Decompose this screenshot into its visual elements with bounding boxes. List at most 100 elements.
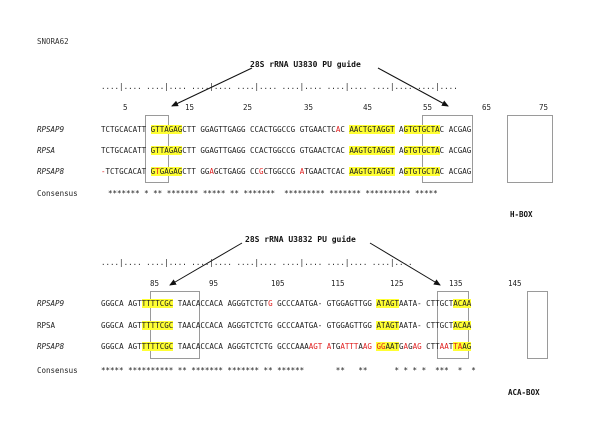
base: A bbox=[218, 342, 223, 351]
base: G bbox=[380, 125, 386, 134]
base: A bbox=[132, 146, 138, 155]
base: C bbox=[322, 146, 327, 155]
base: A bbox=[444, 342, 449, 351]
base: C bbox=[200, 299, 205, 308]
base: C bbox=[114, 342, 120, 351]
base: C bbox=[286, 125, 291, 134]
base: A bbox=[299, 321, 305, 330]
base: T bbox=[150, 321, 156, 330]
base: C bbox=[119, 125, 124, 134]
base: G bbox=[164, 321, 169, 330]
base: T bbox=[155, 146, 160, 155]
base: C bbox=[439, 125, 445, 134]
base: G bbox=[308, 167, 314, 176]
base: A bbox=[186, 299, 192, 308]
aca-box-label: ACA-BOX bbox=[508, 388, 540, 397]
base: C bbox=[128, 146, 133, 155]
base: T bbox=[155, 321, 160, 330]
base: G bbox=[227, 125, 232, 134]
base: C bbox=[340, 125, 345, 134]
base: G bbox=[390, 321, 395, 330]
base: T bbox=[380, 299, 386, 308]
base: C bbox=[281, 321, 287, 330]
base: G bbox=[412, 167, 418, 176]
base: A bbox=[132, 125, 138, 134]
base: C bbox=[168, 342, 174, 351]
base: A bbox=[466, 299, 472, 308]
base: G bbox=[308, 125, 314, 134]
base: A bbox=[164, 146, 169, 155]
base: C bbox=[250, 299, 255, 308]
base: A bbox=[462, 299, 467, 308]
base: C bbox=[322, 125, 327, 134]
base: C bbox=[331, 146, 336, 155]
base: G bbox=[421, 125, 427, 134]
base: T bbox=[141, 342, 147, 351]
base: T bbox=[430, 167, 436, 176]
base: A bbox=[462, 167, 467, 176]
base: A bbox=[164, 125, 169, 134]
base: C bbox=[263, 146, 269, 155]
base: C bbox=[105, 146, 111, 155]
base: G bbox=[326, 321, 332, 330]
base: G bbox=[204, 167, 210, 176]
base: T bbox=[358, 299, 363, 308]
sequence-name: RPSAP8 bbox=[37, 167, 65, 176]
base: T bbox=[254, 299, 260, 308]
base: T bbox=[245, 342, 251, 351]
base: T bbox=[453, 342, 458, 351]
base: C bbox=[286, 321, 291, 330]
base: T bbox=[380, 321, 386, 330]
base: T bbox=[191, 167, 196, 176]
base: C bbox=[286, 146, 291, 155]
base: G bbox=[358, 146, 363, 155]
base: G bbox=[200, 146, 205, 155]
base: T bbox=[394, 321, 400, 330]
base: A bbox=[304, 342, 309, 351]
base: G bbox=[272, 146, 278, 155]
base: A bbox=[399, 299, 404, 308]
guide-label-u3832: 28S rRNA U3832 PU guide bbox=[245, 235, 356, 244]
ruler-number: 125 bbox=[390, 279, 404, 288]
base: G bbox=[439, 321, 445, 330]
base: T bbox=[394, 342, 400, 351]
base: T bbox=[263, 321, 269, 330]
base: T bbox=[177, 342, 183, 351]
base: C bbox=[426, 125, 431, 134]
base: T bbox=[141, 125, 147, 134]
base: C bbox=[182, 167, 187, 176]
base: T bbox=[110, 146, 115, 155]
base: C bbox=[290, 321, 296, 330]
base: C bbox=[250, 342, 255, 351]
base: A bbox=[448, 125, 454, 134]
base: T bbox=[408, 167, 413, 176]
base: T bbox=[371, 167, 377, 176]
consensus-label-panel1: Consensus bbox=[37, 189, 78, 198]
base: T bbox=[326, 167, 332, 176]
base: T bbox=[159, 146, 165, 155]
arrow-u3830-left bbox=[171, 67, 253, 107]
base: T bbox=[430, 321, 436, 330]
base: C bbox=[159, 321, 165, 330]
base: T bbox=[331, 321, 336, 330]
base: T bbox=[304, 299, 309, 308]
base: A bbox=[182, 342, 187, 351]
base: C bbox=[263, 167, 269, 176]
base: A bbox=[349, 146, 354, 155]
base: T bbox=[186, 146, 192, 155]
base: A bbox=[119, 321, 124, 330]
base: C bbox=[286, 342, 291, 351]
base: G bbox=[367, 167, 372, 176]
base: T bbox=[304, 125, 309, 134]
base: A bbox=[435, 125, 440, 134]
base: G bbox=[466, 342, 472, 351]
base: T bbox=[408, 125, 413, 134]
base: G bbox=[335, 299, 341, 308]
base: C bbox=[426, 146, 431, 155]
base: T bbox=[245, 321, 251, 330]
base: G bbox=[150, 167, 156, 176]
base: A bbox=[344, 299, 350, 308]
base: C bbox=[254, 167, 260, 176]
base: - bbox=[101, 167, 106, 176]
base: G bbox=[101, 321, 106, 330]
